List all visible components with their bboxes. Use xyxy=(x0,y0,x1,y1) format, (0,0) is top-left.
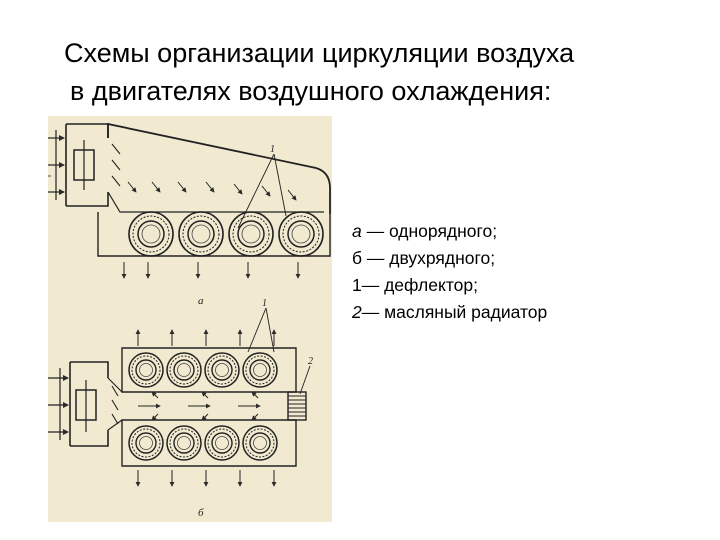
legend-item-1: 1— дефлектор; xyxy=(352,272,547,299)
legend-text: — дефлектор; xyxy=(361,275,478,295)
diagram-a-cylinders xyxy=(128,211,324,257)
label-b: б xyxy=(198,507,204,519)
title-line-1: Схемы организации циркуляции воздуха xyxy=(64,38,575,68)
engine-airflow-diagram: 1 а xyxy=(48,116,332,522)
legend: а — однорядного; б — двухрядного; 1— деф… xyxy=(352,218,547,326)
legend-item-a: а — однорядного; xyxy=(352,218,547,245)
legend-key: а xyxy=(352,221,362,241)
label-a: а xyxy=(198,295,204,307)
slide-title: Схемы организации циркуляции воздуха в д… xyxy=(0,34,720,110)
diagram-b-double-row xyxy=(48,307,311,487)
callout-1-a: 1 xyxy=(270,144,275,155)
title-line-2: в двигателях воздушного охлаждения: xyxy=(70,76,552,106)
diagram-a-single-row xyxy=(48,122,331,279)
legend-key: 1 xyxy=(352,275,362,295)
legend-key: 2 xyxy=(352,302,362,322)
legend-item-b: б — двухрядного; xyxy=(352,245,547,272)
legend-text: — двухрядного; xyxy=(362,248,496,268)
legend-text: — однорядного; xyxy=(361,221,498,241)
callout-2: 2 xyxy=(308,356,313,367)
callout-1-b: 1 xyxy=(262,298,267,309)
legend-text: — масляный радиатор xyxy=(361,302,548,322)
legend-key: б xyxy=(352,248,363,268)
legend-item-2: 2— масляный радиатор xyxy=(352,299,547,326)
